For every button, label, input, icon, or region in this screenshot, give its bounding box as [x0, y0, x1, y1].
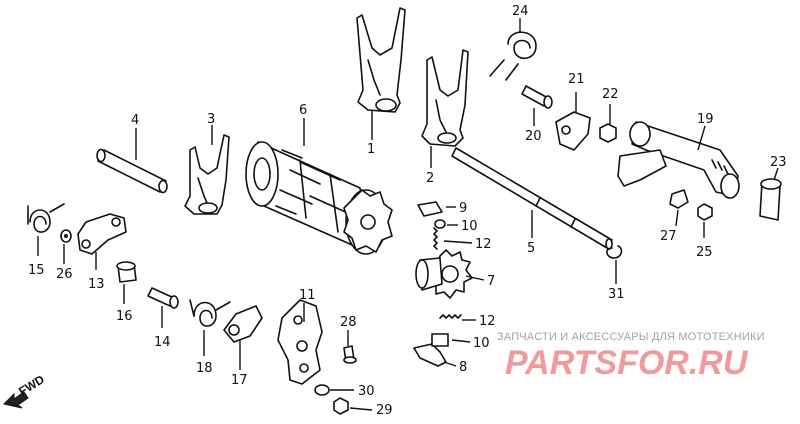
gearshift-spindle-5	[451, 147, 613, 250]
callout-22: 22	[602, 87, 619, 102]
bolt-28	[343, 330, 357, 364]
return-spring-18	[189, 299, 231, 356]
fwd-arrow: FWD	[3, 372, 47, 409]
callout-15: 15	[28, 263, 45, 278]
gearshift-arm-19	[617, 121, 740, 199]
gearshift-drum-6	[245, 118, 393, 255]
callout-labels: 1 2 3 4 5 6 7 8 9 10 10 11 12 12 13 14 1…	[28, 4, 787, 418]
shift-fork-3	[184, 125, 230, 215]
callout-30: 30	[358, 384, 375, 399]
callout-10-upper: 10	[461, 219, 478, 234]
callout-2: 2	[426, 171, 434, 186]
fwd-arrow-icon	[3, 391, 29, 409]
fwd-label: FWD	[16, 372, 47, 399]
return-spring-15	[27, 203, 65, 256]
collar-bolt-14	[147, 287, 179, 328]
bolt-20	[521, 85, 553, 126]
callout-4: 4	[131, 113, 139, 128]
shift-cam-7	[415, 249, 485, 299]
spring-12-upper	[433, 227, 473, 250]
arm-17	[223, 305, 263, 370]
callout-28: 28	[340, 315, 357, 330]
stopper-8	[413, 343, 457, 367]
callout-10-lower: 10	[473, 336, 490, 351]
nut-25	[697, 203, 713, 238]
dust-seal-23	[759, 167, 782, 221]
nut-22	[599, 104, 617, 143]
shift-fork-1	[356, 7, 406, 140]
callout-3: 3	[207, 112, 215, 127]
callout-18: 18	[196, 361, 213, 376]
shift-fork-2	[421, 49, 469, 168]
stopper-9	[417, 201, 456, 217]
callout-31: 31	[608, 287, 625, 302]
callout-11: 11	[299, 288, 316, 303]
callout-25: 25	[696, 245, 713, 260]
callout-12-upper: 12	[475, 237, 492, 252]
callout-5: 5	[527, 241, 535, 256]
callout-23: 23	[770, 155, 787, 170]
callout-19: 19	[697, 112, 714, 127]
callout-17: 17	[231, 373, 248, 388]
callout-21: 21	[568, 72, 585, 87]
spring-12-lower	[439, 314, 476, 321]
nut-29	[333, 397, 373, 415]
callout-27: 27	[660, 229, 677, 244]
spring-24	[489, 18, 537, 81]
plate-11	[277, 299, 323, 385]
callout-13: 13	[88, 277, 105, 292]
callout-12-lower: 12	[479, 314, 496, 329]
watermark: ЗАПЧАСТИ И АКСЕССУАРЫ ДЛЯ МОТОТЕХНИКИ PA…	[497, 331, 765, 382]
plunger-10-upper	[434, 219, 458, 229]
callout-24: 24	[512, 4, 529, 19]
watermark-text: ЗАПЧАСТИ И АКСЕССУАРЫ ДЛЯ МОТОТЕХНИКИ	[497, 331, 765, 343]
circlip-31	[606, 245, 623, 284]
callout-16: 16	[116, 309, 133, 324]
callout-9: 9	[459, 201, 467, 216]
washer-30	[314, 384, 354, 396]
callout-6: 6	[299, 103, 307, 118]
callout-26: 26	[56, 267, 73, 282]
shift-fork-shaft-4	[96, 128, 168, 194]
plate-21	[555, 92, 591, 151]
plunger-10-lower	[431, 333, 471, 347]
callout-20: 20	[525, 129, 542, 144]
callout-7: 7	[487, 274, 495, 289]
watermark-logo: PARTSFOR.RU	[505, 344, 749, 382]
washer-26	[60, 229, 72, 264]
collar-16	[116, 261, 137, 304]
clip-27	[669, 189, 689, 227]
callout-14: 14	[154, 335, 171, 350]
stopper-arm-13	[77, 213, 127, 270]
callout-8: 8	[459, 360, 467, 375]
callout-29: 29	[376, 403, 393, 418]
callout-1: 1	[367, 142, 375, 157]
